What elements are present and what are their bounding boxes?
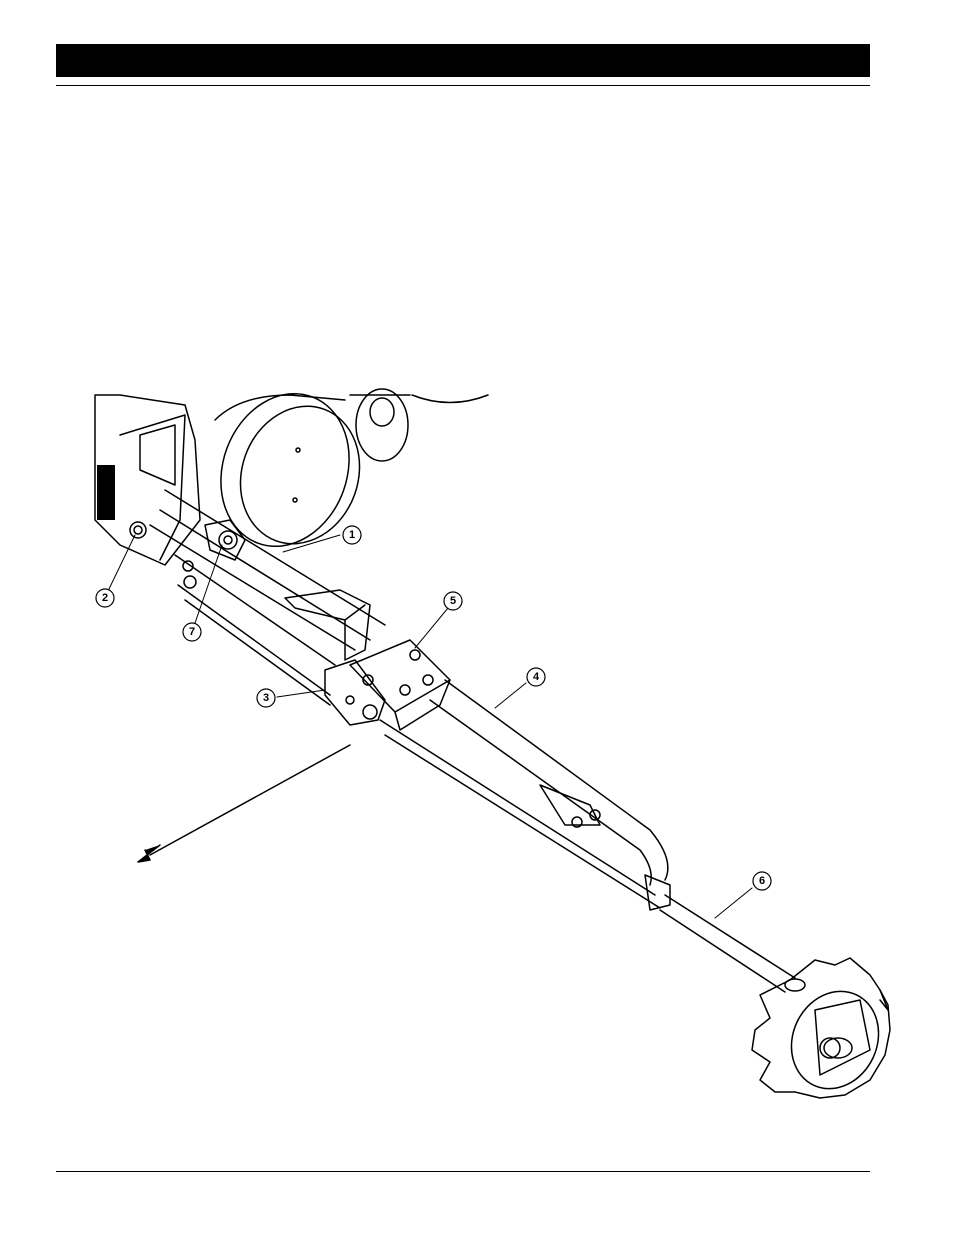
svg-text:2: 2 bbox=[102, 592, 108, 604]
direction-arrow bbox=[138, 745, 350, 862]
svg-text:7: 7 bbox=[189, 626, 195, 638]
callout-6: 6 bbox=[753, 872, 771, 890]
wedge-block bbox=[285, 590, 370, 660]
row-unit-disc bbox=[350, 389, 488, 461]
leader-lines bbox=[109, 535, 752, 918]
mounting-bracket bbox=[95, 395, 200, 565]
svg-text:1: 1 bbox=[349, 529, 355, 541]
callout-5: 5 bbox=[444, 592, 462, 610]
svg-text:5: 5 bbox=[450, 595, 456, 607]
callout-3: 3 bbox=[257, 689, 275, 707]
footer-rule bbox=[56, 1171, 870, 1172]
callout-2: 2 bbox=[96, 589, 114, 607]
svg-text:4: 4 bbox=[533, 671, 540, 683]
callout-4: 4 bbox=[527, 668, 545, 686]
svg-text:6: 6 bbox=[759, 875, 765, 887]
closing-wheel bbox=[752, 958, 894, 1103]
callout-1: 1 bbox=[343, 526, 361, 544]
callout-7: 7 bbox=[183, 623, 201, 641]
wheel-shaft bbox=[660, 895, 805, 992]
svg-text:3: 3 bbox=[263, 692, 269, 704]
